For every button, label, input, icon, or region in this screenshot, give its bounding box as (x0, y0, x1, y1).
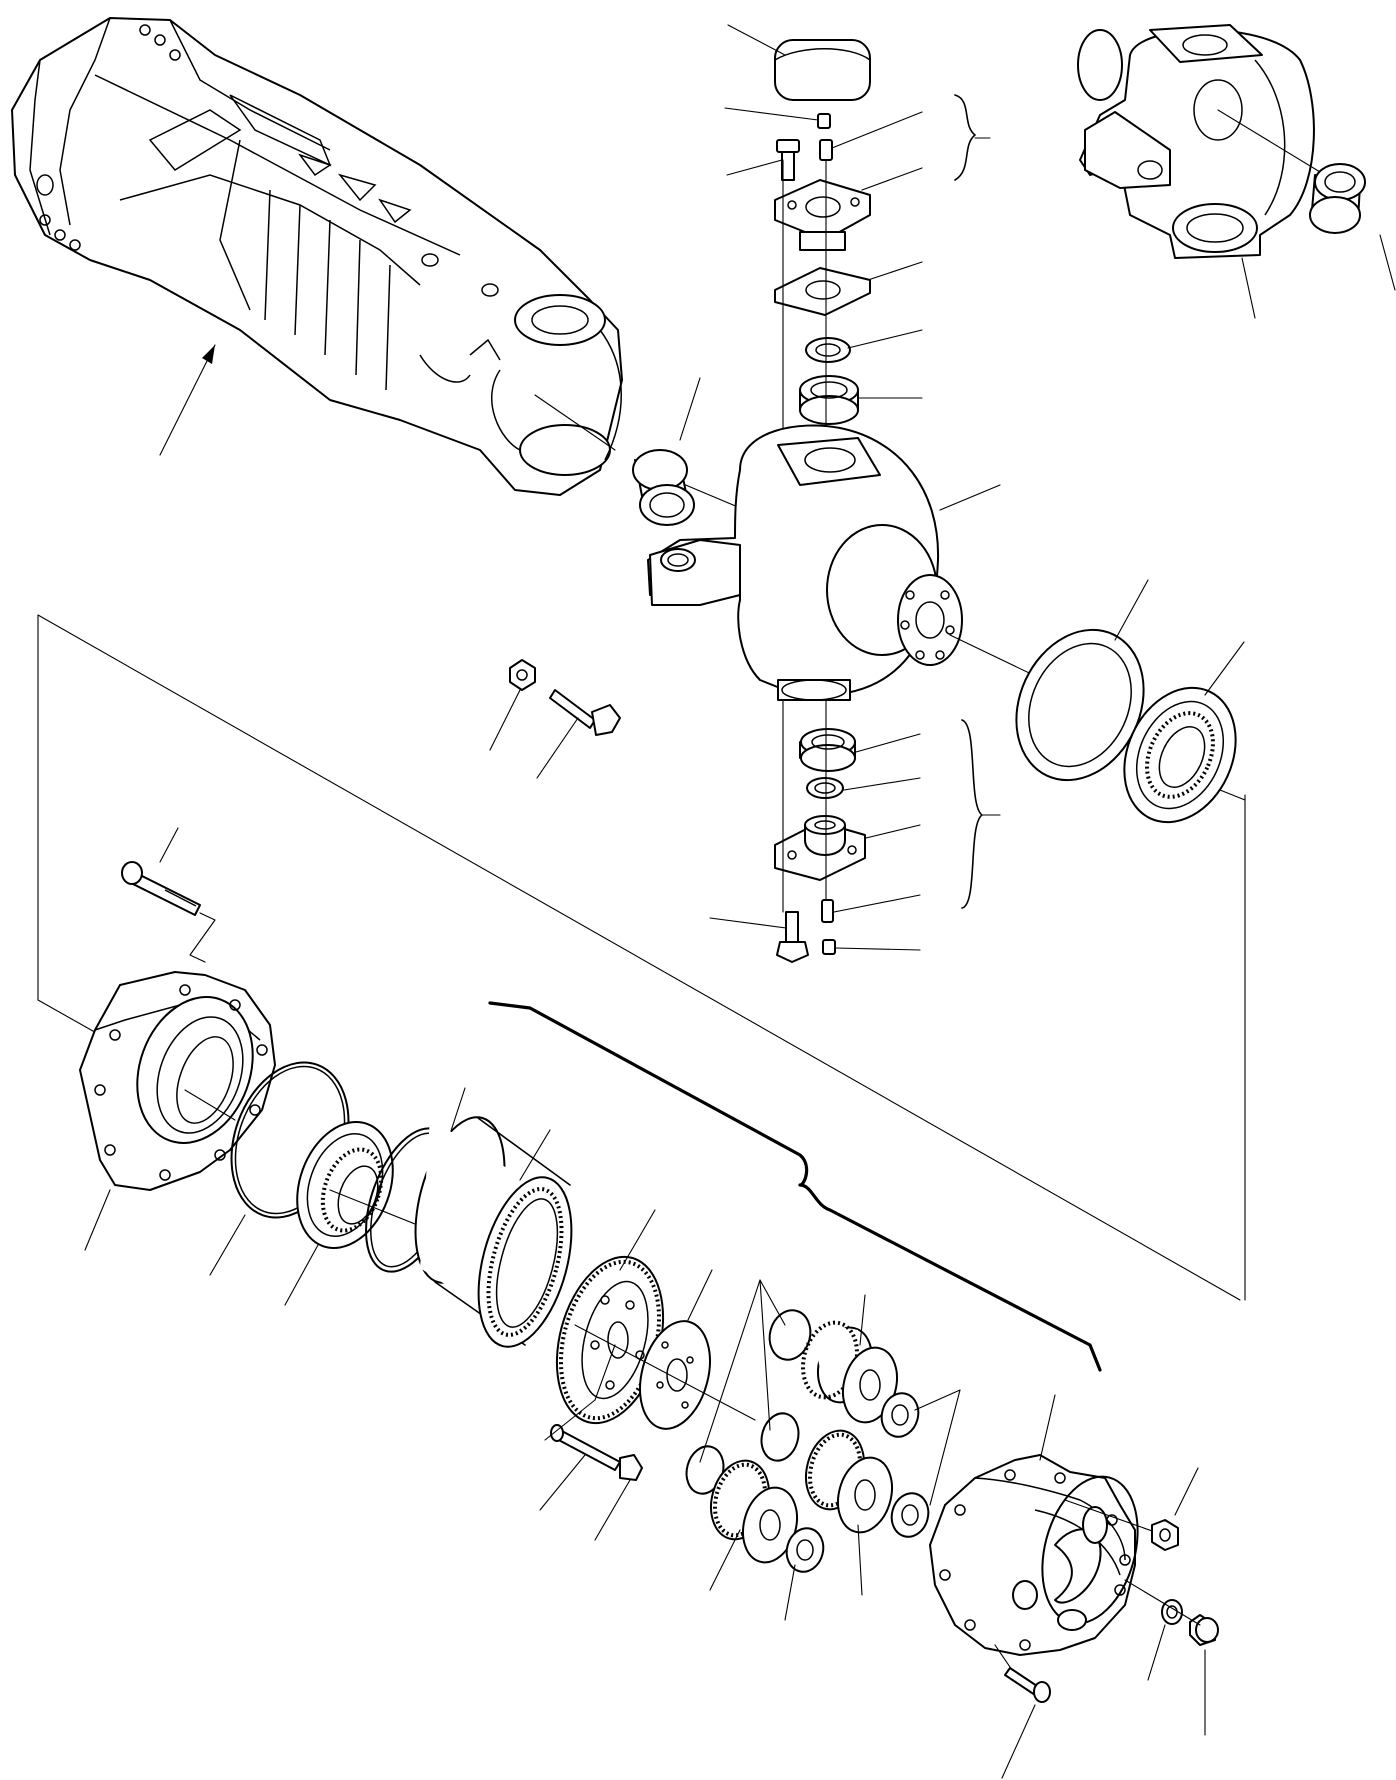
cover-stud-axis (1064, 1499, 1156, 1533)
leader-bushing-right (1379, 234, 1396, 291)
cover-screw-axis (994, 1644, 1013, 1671)
leader-upper-dowel (724, 107, 819, 121)
kingpin-upper-kit (774, 39, 871, 425)
planet-gear-lower-left (685, 1445, 825, 1573)
cover-nut (1151, 1519, 1179, 1551)
leader-planet-gear-mid (857, 1524, 863, 1596)
carrier-bolt-leader-split-a (544, 1399, 596, 1441)
cover-screw (1004, 1667, 1051, 1703)
bushing-right (1309, 163, 1366, 234)
leader-upper-bracket (861, 167, 923, 191)
bolt-and-nut (509, 659, 621, 736)
planetary-set-brace (488, 1001, 1102, 1372)
housing-arrow-line (159, 344, 216, 456)
housing-axis-line (534, 394, 616, 451)
leader-lower-seal (843, 777, 921, 791)
hub-bearing (296, 1121, 394, 1249)
leader-gear-carrier (619, 1209, 656, 1271)
leader-planet-washer-b (759, 1279, 771, 1431)
hub-axis (184, 1089, 236, 1121)
upper-knuckle-axis (1217, 109, 1326, 176)
drain-axis (1124, 1579, 1201, 1626)
leader-lower-bracket (865, 824, 921, 839)
leader-carrier-bolt (539, 1454, 586, 1511)
kingpin-lower-kit (774, 728, 866, 963)
bushing-left (632, 449, 695, 526)
carrier-bolt-leader-split-b (594, 1344, 616, 1401)
leader-drain-washer (1147, 1624, 1166, 1681)
leader-ring-gear (519, 1129, 551, 1181)
leader-cover-nut (1174, 1467, 1199, 1516)
leader-lower-bolt (709, 917, 787, 929)
upper-shim (774, 267, 871, 316)
hub-group-line-diagonal (37, 614, 1241, 1301)
leader-planet-bearing-a (914, 1389, 961, 1411)
leader-planet-gear-upper (859, 1294, 866, 1346)
drain-washer (1161, 1599, 1183, 1625)
thrust-washer (639, 1320, 711, 1430)
leader-main-knuckle (939, 484, 1001, 511)
upper-cap (774, 39, 871, 101)
leader-bushing-left (679, 377, 701, 441)
planet-gear-upper (768, 1309, 920, 1438)
leader-hub-bearing (284, 1244, 319, 1306)
leader-lower-nipple (833, 894, 921, 913)
leader-hub (84, 1189, 111, 1251)
carrier-bolt (550, 1424, 643, 1481)
lower-kit-brace (961, 719, 983, 909)
steering-knuckle-main (647, 424, 963, 701)
leader-stud (159, 827, 179, 863)
leader-lower-bearing (855, 733, 921, 753)
leader-o-ring (209, 1214, 246, 1276)
leader-spindle-bearing (1204, 641, 1245, 696)
leader-upper-cap (727, 24, 786, 56)
steering-knuckle-upper (1077, 24, 1315, 259)
spindle-bearing (1123, 686, 1237, 824)
leader-carrier-nut (594, 1479, 631, 1541)
leader-planet-washer-a (759, 1279, 786, 1326)
leader-planet-washer-c (699, 1279, 761, 1463)
upper-kit-brace (954, 94, 976, 181)
carrier-axis (574, 1324, 756, 1421)
leader-planet-bearing-b (929, 1389, 961, 1506)
leader-thrust-washer (687, 1269, 713, 1321)
leader-upper-shim (867, 261, 923, 281)
leader-upper-seal (847, 329, 923, 349)
leader-planet-gear-lower (709, 1529, 741, 1591)
leader-planetary-cover (1039, 1394, 1056, 1461)
upper-dowel (817, 113, 831, 129)
leader-grease-nipple (831, 111, 923, 149)
leader-nut (489, 689, 521, 751)
leader-upper-bolt (726, 159, 783, 176)
leader-upper-knuckle (1241, 257, 1256, 319)
ring-gear (414, 1116, 573, 1348)
housing-arrow-head (202, 345, 215, 364)
hub-group-line-right-top (1219, 789, 1246, 801)
planet-gear-lower-right (760, 1412, 930, 1538)
wheel-hub (79, 971, 276, 1191)
bearing-axis (329, 1189, 431, 1231)
upper-grease-nipple (819, 139, 833, 161)
stud-axis (189, 912, 216, 963)
leader-bolt (536, 717, 579, 779)
upper-bracket (774, 179, 871, 241)
wheel-stud (121, 861, 201, 916)
leader-lower-dowel (835, 947, 921, 951)
leader-planet-bearing-lower (784, 1564, 796, 1621)
drain-plug (1189, 1614, 1219, 1646)
leader-spindle-seal (1114, 579, 1149, 641)
axle-housing (11, 17, 623, 496)
hub-group-line-left (37, 614, 101, 1036)
upper-seal (805, 337, 851, 363)
planetary-cover (929, 1454, 1139, 1656)
leader-cover-screw (1001, 1704, 1036, 1779)
